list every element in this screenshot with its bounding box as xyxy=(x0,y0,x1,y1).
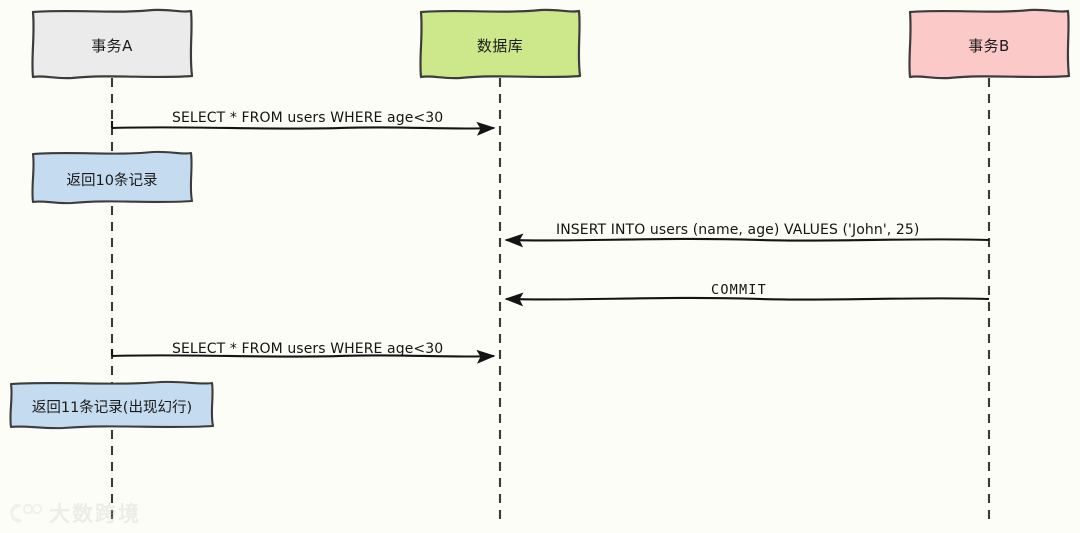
message-label-select-2: SELECT * FROM users WHERE age<30 xyxy=(172,341,444,357)
participant-box-txn-a[interactable] xyxy=(31,8,194,80)
participant-label-txn-a: 事务A xyxy=(91,37,133,55)
note-label-note-10-rows: 返回10条记录 xyxy=(66,173,158,189)
message-label-commit: COMMIT xyxy=(711,282,767,298)
participant-box-database[interactable] xyxy=(419,8,582,80)
note-box-note-11-rows[interactable] xyxy=(9,380,215,430)
note-label-note-11-rows: 返回11条记录(出现幻行) xyxy=(31,400,193,416)
arrow-msg-commit[interactable] xyxy=(504,292,990,307)
participant-box-txn-b[interactable] xyxy=(908,8,1071,80)
arrow-msg-select-1[interactable] xyxy=(110,121,496,136)
participant-label-database: 数据库 xyxy=(476,37,524,55)
arrow-msg-select-2[interactable] xyxy=(110,349,496,364)
arrow-msg-insert[interactable] xyxy=(504,233,990,248)
message-label-select-1: SELECT * FROM users WHERE age<30 xyxy=(172,110,444,126)
participant-label-txn-b: 事务B xyxy=(968,37,1010,55)
note-box-note-10-rows[interactable] xyxy=(31,150,194,205)
message-label-insert: INSERT INTO users (name, age) VALUES ('J… xyxy=(556,222,920,238)
